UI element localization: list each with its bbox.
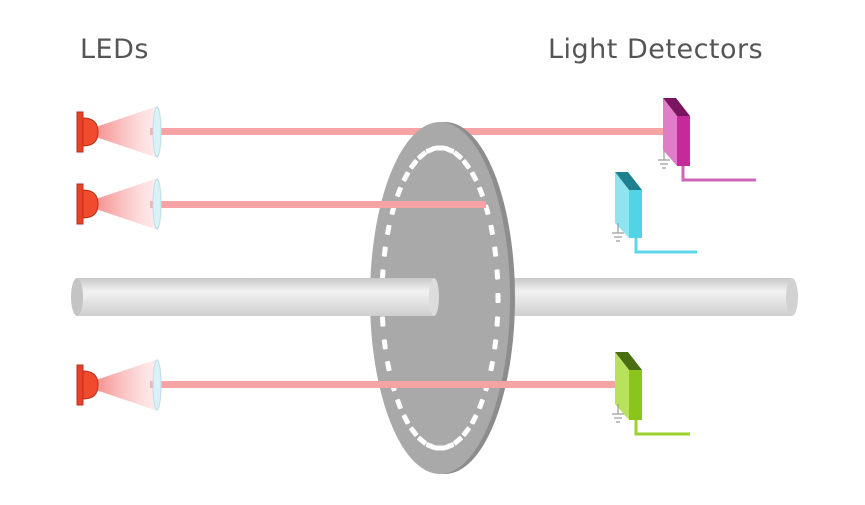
disk-slot xyxy=(379,316,386,327)
disk-slot xyxy=(443,442,455,451)
disk-slot xyxy=(435,445,445,451)
disk-slot xyxy=(395,398,403,410)
disk-slot xyxy=(417,435,428,446)
disk-slot xyxy=(409,159,419,170)
disk-slot xyxy=(379,269,386,280)
light-beam-top xyxy=(150,128,665,135)
disk-slot xyxy=(461,426,471,437)
disk-slot xyxy=(425,442,437,451)
disk-slots xyxy=(379,145,501,451)
disk-slot xyxy=(443,145,455,154)
light-detector-green xyxy=(612,352,690,436)
disk-slot xyxy=(469,171,479,182)
disk-slot xyxy=(409,426,419,437)
disk-slot xyxy=(492,339,499,350)
disk-slot xyxy=(381,246,388,257)
light-beam-middle xyxy=(150,201,486,208)
light-detector-magenta xyxy=(658,98,756,182)
disk-slot xyxy=(495,293,501,303)
disk-slot xyxy=(417,150,428,161)
disk-slot xyxy=(395,186,403,198)
light-detectors-label: Light Detectors xyxy=(548,34,764,65)
disk-slot xyxy=(477,186,485,198)
disk-slot xyxy=(494,269,501,280)
led-bottom xyxy=(76,359,162,411)
leds-label: LEDs xyxy=(80,34,149,65)
disk-slot xyxy=(385,224,392,236)
disk-slot xyxy=(401,171,411,182)
disk-slot xyxy=(452,435,463,446)
disk-slot xyxy=(401,414,411,425)
disk-slot xyxy=(452,150,463,161)
shaft-left xyxy=(71,278,439,316)
disk-slot xyxy=(381,339,388,350)
disk-slot xyxy=(461,159,471,170)
disk-slot xyxy=(435,145,445,151)
disk-slot xyxy=(385,360,392,372)
shaft-right xyxy=(510,278,798,316)
led-middle xyxy=(76,178,162,230)
disk-slot xyxy=(488,360,495,372)
light-beam-bottom xyxy=(150,381,625,388)
disk-slot xyxy=(477,398,485,410)
led-top xyxy=(76,106,162,158)
disk-slot xyxy=(488,224,495,236)
light-detector-cyan xyxy=(612,172,697,254)
disk-slot xyxy=(469,414,479,425)
disk-slot xyxy=(425,145,437,154)
disk-slot xyxy=(494,316,501,327)
disk-slot xyxy=(492,246,499,257)
